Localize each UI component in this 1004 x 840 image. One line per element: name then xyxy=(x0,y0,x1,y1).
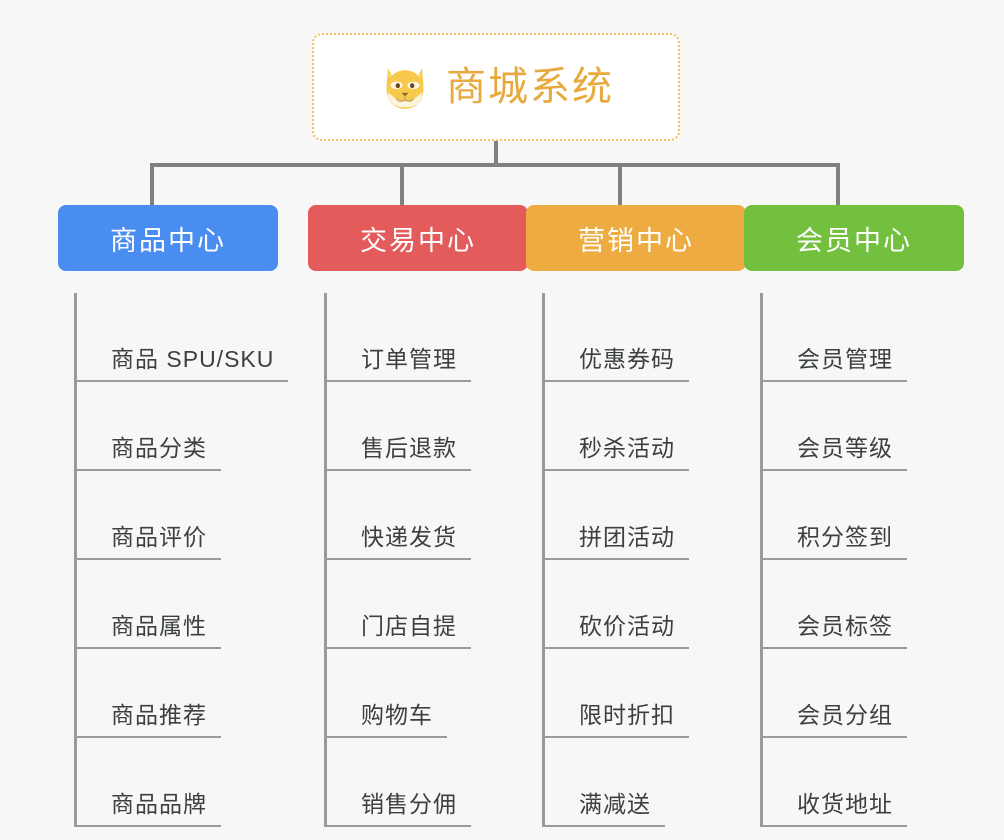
leaf-label: 商品推荐 xyxy=(77,696,221,738)
list-item[interactable]: 砍价活动 xyxy=(545,560,746,649)
list-item[interactable]: 收货地址 xyxy=(763,738,964,827)
leaf-label: 收货地址 xyxy=(763,785,907,827)
list-item[interactable]: 销售分佣 xyxy=(327,738,528,827)
list-item[interactable]: 会员管理 xyxy=(763,293,964,382)
list-item[interactable]: 快递发货 xyxy=(327,471,528,560)
leaf-label: 门店自提 xyxy=(327,607,471,649)
list-item[interactable]: 商品 SPU/SKU xyxy=(77,293,289,382)
leaf-list-marketing: 优惠券码 秒杀活动 拼团活动 砍价活动 限时折扣 满减送 xyxy=(542,293,746,827)
list-item[interactable]: 商品品牌 xyxy=(77,738,278,827)
leaf-label: 满减送 xyxy=(545,785,665,827)
root-node[interactable]: 商城系统 xyxy=(312,33,680,141)
leaf-label: 会员分组 xyxy=(763,696,907,738)
leaf-label: 商品 SPU/SKU xyxy=(77,340,289,382)
list-item[interactable]: 售后退款 xyxy=(327,382,528,471)
leaf-list-product: 商品 SPU/SKU 商品分类 商品评价 商品属性 商品推荐 商品品牌 xyxy=(74,293,289,827)
leaf-label: 会员管理 xyxy=(763,340,907,382)
list-item[interactable]: 订单管理 xyxy=(327,293,528,382)
list-item[interactable]: 拼团活动 xyxy=(545,471,746,560)
leaf-list-trade: 订单管理 售后退款 快递发货 门店自提 购物车 销售分佣 xyxy=(324,293,528,827)
leaf-label: 砍价活动 xyxy=(545,607,689,649)
leaf-label: 购物车 xyxy=(327,696,447,738)
list-item[interactable]: 限时折扣 xyxy=(545,649,746,738)
list-item[interactable]: 购物车 xyxy=(327,649,528,738)
leaf-label: 会员等级 xyxy=(763,429,907,471)
branch-header-member[interactable]: 会员中心 xyxy=(744,205,964,271)
branch-header-product[interactable]: 商品中心 xyxy=(58,205,278,271)
list-item[interactable]: 会员分组 xyxy=(763,649,964,738)
list-item[interactable]: 积分签到 xyxy=(763,471,964,560)
list-item[interactable]: 商品属性 xyxy=(77,560,278,649)
leaf-label: 商品评价 xyxy=(77,518,221,560)
leaf-label: 订单管理 xyxy=(327,340,471,382)
list-item[interactable]: 门店自提 xyxy=(327,560,528,649)
branch-column-marketing: 营销中心 优惠券码 秒杀活动 拼团活动 砍价活动 限时折扣 满减送 xyxy=(526,205,746,827)
list-item[interactable]: 商品评价 xyxy=(77,471,278,560)
list-item[interactable]: 满减送 xyxy=(545,738,746,827)
leaf-label: 快递发货 xyxy=(327,518,471,560)
connector-drop-1 xyxy=(150,163,154,207)
leaf-label: 商品分类 xyxy=(77,429,221,471)
leaf-label: 销售分佣 xyxy=(327,785,471,827)
branch-header-trade[interactable]: 交易中心 xyxy=(308,205,528,271)
leaf-label: 商品品牌 xyxy=(77,785,221,827)
branch-column-member: 会员中心 会员管理 会员等级 积分签到 会员标签 会员分组 收货地址 xyxy=(744,205,964,827)
connector-bus xyxy=(150,163,840,167)
leaf-label: 优惠券码 xyxy=(545,340,689,382)
branch-header-label: 商品中心 xyxy=(110,225,226,256)
shiba-inu-dog-face-icon xyxy=(386,68,424,109)
connector-drop-2 xyxy=(400,163,404,207)
leaf-list-member: 会员管理 会员等级 积分签到 会员标签 会员分组 收货地址 xyxy=(760,293,964,827)
list-item[interactable]: 秒杀活动 xyxy=(545,382,746,471)
leaf-label: 限时折扣 xyxy=(545,696,689,738)
connector-drop-4 xyxy=(836,163,840,207)
root-title: 商城系统 xyxy=(446,65,614,109)
list-item[interactable]: 会员等级 xyxy=(763,382,964,471)
list-item[interactable]: 商品推荐 xyxy=(77,649,278,738)
branch-column-product: 商品中心 商品 SPU/SKU 商品分类 商品评价 商品属性 商品推荐 商品品牌 xyxy=(58,205,289,827)
branch-header-label: 交易中心 xyxy=(360,225,476,256)
leaf-label: 秒杀活动 xyxy=(545,429,689,471)
list-item[interactable]: 商品分类 xyxy=(77,382,278,471)
branch-header-label: 会员中心 xyxy=(796,225,912,256)
branch-column-trade: 交易中心 订单管理 售后退款 快递发货 门店自提 购物车 销售分佣 xyxy=(308,205,528,827)
list-item[interactable]: 优惠券码 xyxy=(545,293,746,382)
leaf-label: 积分签到 xyxy=(763,518,907,560)
leaf-label: 拼团活动 xyxy=(545,518,689,560)
connector-drop-3 xyxy=(618,163,622,207)
leaf-label: 会员标签 xyxy=(763,607,907,649)
connector-stem xyxy=(494,141,498,165)
leaf-label: 商品属性 xyxy=(77,607,221,649)
list-item[interactable]: 会员标签 xyxy=(763,560,964,649)
branch-header-label: 营销中心 xyxy=(578,225,694,256)
leaf-label: 售后退款 xyxy=(327,429,471,471)
branch-header-marketing[interactable]: 营销中心 xyxy=(526,205,746,271)
